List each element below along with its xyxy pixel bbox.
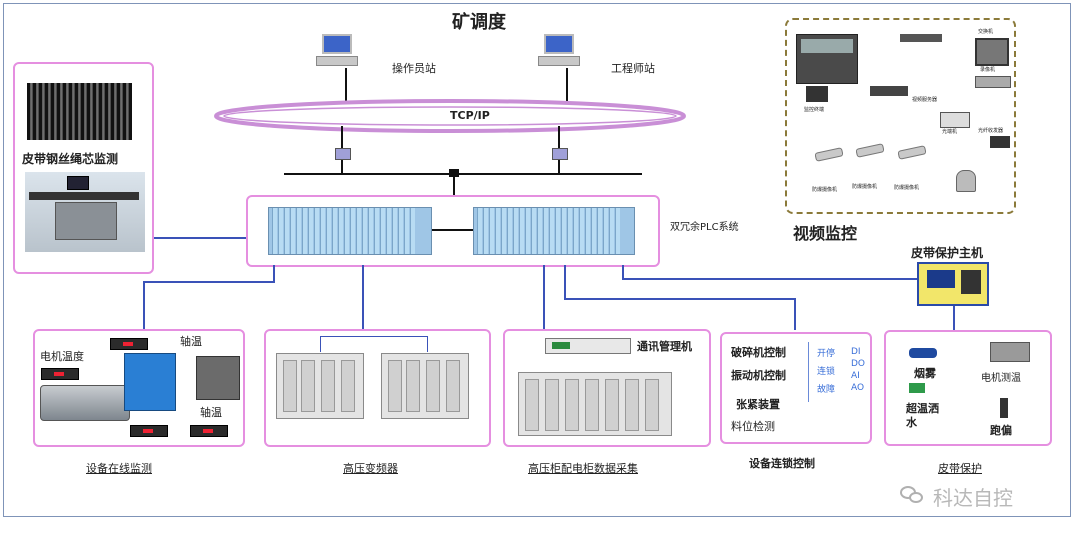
plc-rack-right: [473, 207, 635, 255]
io-ao: AO: [851, 383, 865, 393]
temp-display-1: [110, 338, 148, 350]
hv-caption: 高压柜配电柜数据采集: [528, 462, 638, 475]
dome-camera-icon: [956, 170, 976, 192]
server-icon: [870, 86, 908, 96]
watermark-text: 科达自控: [933, 486, 1013, 510]
motor-temp-label: 电机温度: [40, 350, 84, 363]
link-interlock-h: [564, 298, 795, 300]
interlock-side-3: 故障: [817, 385, 836, 395]
monitor-device-photo: [25, 172, 145, 252]
video-wall-icon: [796, 34, 858, 84]
smoke-sensor-icon: [909, 348, 937, 358]
overtemp-sensor-icon: [909, 383, 925, 393]
belt-monitor-label: 皮带钢丝绳芯监测: [22, 152, 119, 166]
video-sub-label-6: 防爆摄像机: [852, 184, 878, 190]
video-label: 视频监控: [793, 224, 858, 243]
vfd-cabinet-2: [381, 353, 469, 419]
recorder-icon: [975, 76, 1011, 88]
io-ai: AI: [851, 371, 860, 381]
video-sub-label-9: 光端机: [942, 129, 958, 135]
link-equip-v2: [143, 281, 145, 329]
equipment-caption: 设备在线监测: [86, 462, 152, 475]
link-equip-h: [143, 281, 274, 283]
plc-redundant-link: [432, 229, 473, 231]
xray-image: [27, 83, 132, 140]
belt-protect-item-2: 电机测温: [981, 373, 1021, 384]
diagram-title: 矿调度: [452, 12, 506, 33]
switch-icon: [900, 34, 942, 42]
right-switch-icon: [552, 148, 568, 160]
video-box: [785, 18, 1016, 214]
deviation-sensor-icon: [1000, 398, 1008, 418]
belt-protect-caption: 皮带保护: [938, 462, 982, 475]
gearbox-icon: [124, 353, 176, 411]
tcpip-ring: [214, 99, 686, 133]
temp-display-3: [130, 425, 168, 437]
comm-manager-label: 通讯管理机: [637, 340, 692, 353]
operator-drop-line: [345, 68, 347, 102]
interlock-item-2: 振动机控制: [731, 369, 786, 382]
belt-protect-item-4: 跑偏: [990, 424, 1012, 437]
video-sub-label-7: 防爆摄像机: [894, 185, 920, 191]
engineer-station-label: 工程师站: [611, 62, 655, 75]
link-beltprot-h: [622, 278, 917, 280]
link-interlock-v1: [564, 265, 566, 299]
link-vfd: [362, 265, 364, 329]
interlock-item-4: 料位检测: [731, 420, 775, 433]
diagram-frame: [3, 3, 1071, 517]
video-sub-label-5: 防爆摄像机: [812, 187, 838, 193]
vfd-caption: 高压变频器: [343, 462, 398, 475]
interlock-caption: 设备连锁控制: [749, 457, 815, 470]
center-node: [449, 169, 459, 177]
plc-rack-left: [268, 207, 432, 255]
interlock-item-3: 张紧装置: [736, 398, 780, 411]
motor-temp-sensor-icon: [990, 342, 1030, 362]
hv-cabinets: [518, 372, 672, 436]
belt-protect-item-3: 超温洒水: [906, 402, 939, 429]
link-belt-monitor: [154, 237, 246, 239]
control-bus: [284, 173, 642, 175]
interlock-box: [720, 332, 872, 444]
link-interlock-v2: [794, 298, 796, 330]
belt-host-label: 皮带保护主机: [911, 246, 984, 260]
coupling-icon: [196, 356, 240, 400]
comm-manager-icon: [545, 338, 631, 354]
transceiver-icon: [940, 112, 970, 128]
io-di: DI: [851, 347, 861, 357]
interlock-side-1: 开停: [817, 349, 836, 359]
belt-protect-item-1: 烟雾: [914, 367, 936, 380]
link-equip-v1: [273, 265, 275, 283]
encoder-icon: [990, 136, 1010, 148]
temp-display-4: [190, 425, 228, 437]
tcpip-label: TCP/IP: [450, 109, 490, 122]
interlock-side-2: 连锁: [817, 367, 836, 377]
operator-station-label: 操作员站: [392, 62, 436, 75]
link-beltprot-v1: [622, 265, 624, 280]
temp-display-2: [41, 368, 79, 380]
video-sub-label-8: 录像机: [980, 67, 996, 73]
left-switch-icon: [335, 148, 351, 160]
vfd-link-line: [320, 336, 428, 352]
video-sub-label-3: 监控终端: [804, 107, 825, 113]
plc-label: 双冗余PLC系统: [670, 222, 739, 233]
bus-to-plc: [453, 175, 455, 195]
belt-host-device-icon: [917, 262, 989, 306]
motor-icon: [40, 385, 130, 421]
video-sub-label-4: 光纤收发器: [978, 128, 1004, 134]
io-do: DO: [851, 359, 866, 369]
video-sub-label-2: 视频服务器: [912, 97, 938, 103]
terminal-icon: [806, 86, 828, 102]
interlock-item-1: 破碎机控制: [731, 346, 786, 359]
engineer-drop-line: [566, 68, 568, 102]
link-hv: [543, 265, 545, 329]
interlock-divider: [808, 342, 809, 402]
video-sub-label-1: 交换机: [978, 29, 994, 35]
link-beltprot-v2: [953, 306, 955, 330]
vfd-cabinet-1: [276, 353, 364, 419]
bearing-temp-label-1: 轴温: [180, 335, 202, 348]
bearing-temp-label-2: 轴温: [200, 406, 222, 419]
wechat-icon: [900, 486, 926, 504]
tv-icon: [975, 38, 1009, 66]
